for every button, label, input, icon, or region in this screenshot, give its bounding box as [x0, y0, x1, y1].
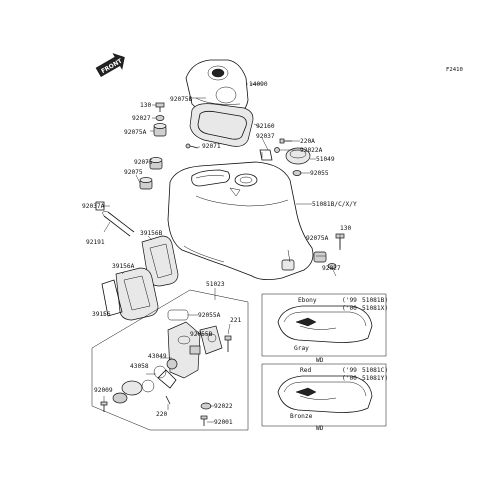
color-name-2: Red — [300, 367, 311, 374]
washer-92022A — [274, 147, 280, 153]
label-92037a: 92037 — [256, 133, 275, 140]
label-39156: 39156 — [92, 311, 111, 318]
label-221: 221 — [230, 317, 241, 324]
fuel-tank-51081 — [167, 161, 314, 280]
label-130a: 130 — [140, 102, 151, 109]
diagram-code: F2410 — [446, 67, 463, 73]
pin-92071 — [185, 143, 199, 149]
color-name-1: Ebony — [298, 297, 317, 304]
part-labels: 14090 92075B 130 92027 92075A 92160 9203… — [82, 81, 357, 426]
color-box-1-labels: Ebony ('99 51081B) ('00 51081X) Gray WD — [294, 297, 388, 364]
label-51023: 51023 — [206, 281, 225, 288]
year-1b: ('00 — [342, 305, 357, 312]
paint-2: Bronze — [290, 413, 313, 420]
label-92055A: 92055A — [198, 312, 221, 319]
year-2a: ('99 — [342, 367, 357, 374]
part-1a: 51081B) — [362, 297, 388, 304]
fuel-valve-box — [91, 288, 249, 431]
label-39156B: 39156B — [140, 230, 163, 237]
label-92075-a: 92075 — [134, 159, 153, 166]
cap-51049 — [285, 147, 311, 165]
label-92001: 92001 — [214, 419, 233, 426]
label-14090: 14090 — [249, 81, 268, 88]
label-92160: 92160 — [256, 123, 275, 130]
label-92191: 92191 — [86, 239, 105, 246]
part-2a: 51081C) — [362, 367, 388, 374]
label-220: 220 — [156, 411, 167, 418]
bolt-220A — [279, 138, 292, 144]
label-92071: 92071 — [202, 143, 221, 150]
label-92027b: 92027 — [322, 265, 341, 272]
grommet-92075-a — [149, 157, 163, 170]
label-92022A: 92022A — [300, 147, 323, 154]
part-1b: 51081X) — [362, 305, 388, 312]
label-92055B: 92055B — [190, 331, 213, 338]
label-92075A: 92075A — [124, 129, 147, 136]
front-marker: FRONT — [95, 53, 125, 78]
label-220A: 220A — [300, 138, 315, 145]
label-92055: 92055 — [310, 170, 329, 177]
label-39156A: 39156A — [112, 263, 135, 270]
label-130b: 130 — [340, 225, 351, 232]
color-box-1 — [261, 293, 387, 357]
color-box-2 — [261, 363, 387, 427]
label-92037A: 92037A — [82, 203, 105, 210]
screw-130a — [155, 102, 165, 112]
grommet-92075-b — [139, 177, 153, 190]
label-92075-b: 92075 — [124, 169, 143, 176]
leader-lines — [103, 83, 341, 423]
clip-92037A — [95, 201, 105, 211]
grommet-92075A — [153, 123, 167, 137]
tank-console-14090 — [185, 59, 254, 147]
grommet-92075A-2 — [313, 251, 327, 263]
label-92075B: 92075B — [170, 96, 193, 103]
label-43049: 43049 — [148, 353, 167, 360]
label-43058: 43058 — [130, 363, 149, 370]
mark-2: WD — [316, 425, 324, 432]
label-51081: 51081B/C/X/Y — [312, 201, 357, 208]
label-92009: 92009 — [94, 387, 113, 394]
clip-92037 — [259, 149, 273, 161]
label-92075A-2: 92075A — [306, 235, 329, 242]
label-92027a: 92027 — [132, 115, 151, 122]
side-cover-39156A — [101, 267, 159, 321]
color-box-2-labels: Red ('99 51081C) ('00 51081Y) Bronze WD — [290, 367, 388, 432]
washer-92027a — [155, 115, 165, 121]
paint-1: Gray — [294, 345, 309, 352]
oring-92055 — [292, 170, 302, 176]
year-2b: ('00 — [342, 375, 357, 382]
mark-1: WD — [316, 357, 324, 364]
part-2b: 51081Y) — [362, 375, 388, 382]
label-92022: 92022 — [214, 403, 233, 410]
hose-92191 — [102, 211, 135, 237]
year-1a: ('99 — [342, 297, 357, 304]
label-51049: 51049 — [316, 156, 335, 163]
